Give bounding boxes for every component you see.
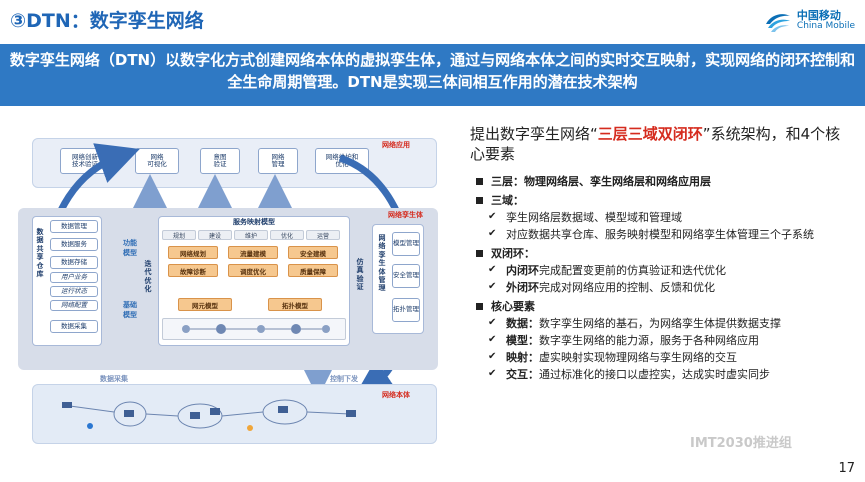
iterate-label: 迭代优化 <box>144 260 152 294</box>
data-item: 数据管理 <box>50 220 98 233</box>
data-item: 数据服务 <box>50 238 98 251</box>
logo-text-en: China Mobile <box>796 21 855 32</box>
list-item: ✔ 数据：数字孪生网络的基石，为网络孪生体提供数据支撑 <box>470 315 855 332</box>
dtn-architecture-diagram: 网络应用 网络创新 技术验证 网络 可视化 意图 验证 网络 管理 网络维护和 … <box>10 128 450 450</box>
square-bullet-icon <box>476 249 483 257</box>
app-item: 意图 验证 <box>200 148 240 174</box>
intro-suffix: ”系统架构，和4个核心要素 <box>470 125 841 164</box>
list-item: ✔ 交互：通过标准化的接口以虚控实，达成实时虚实同步 <box>470 366 855 383</box>
key-points-list: 三层：物理网络层、孪生网络层和网络应用层 三域： ✔ 孪生网络层数据域、模型域和管… <box>470 173 855 384</box>
base-model-label: 基础模型 <box>123 301 137 319</box>
item-text: 数字孪生网络的能力源，服务于各种网络应用 <box>539 333 759 347</box>
list-item: ✔ 内闭环完成配置变更前的仿真验证和迭代优化 <box>470 262 855 279</box>
physical-network-topology-icon <box>62 399 356 431</box>
square-bullet-icon <box>476 196 483 204</box>
square-bullet-icon <box>476 177 483 185</box>
twin-layer-label: 网络孪生体 <box>388 211 423 219</box>
base-model-item: 网元模型 <box>178 298 232 311</box>
list-item: 双闭环： <box>470 245 855 262</box>
check-icon: ✔ <box>488 316 497 328</box>
function-model-label: 功能模型 <box>123 239 137 257</box>
service-mapping-title: 服务映射模型 <box>233 218 275 226</box>
service-tab: 建设 <box>198 230 232 240</box>
data-item: 网络配置 <box>50 300 98 311</box>
service-item: 质量保障 <box>288 264 338 277</box>
check-icon: ✔ <box>488 227 497 239</box>
section-heading: 三域： <box>491 193 524 207</box>
check-icon: ✔ <box>488 280 497 292</box>
management-item: 拓扑管理 <box>392 298 420 322</box>
data-item: 数据存储 <box>50 256 98 269</box>
item-text: 完成配置变更前的仿真验证和迭代优化 <box>539 263 726 277</box>
app-item: 网络 管理 <box>258 148 298 174</box>
item-key: 数据： <box>506 316 539 330</box>
service-tab: 优化 <box>270 230 304 240</box>
item-key: 内闭环 <box>506 263 539 277</box>
list-item: ✔ 映射：虚实映射实现物理网络与孪生网络的交互 <box>470 349 855 366</box>
item-text: 完成对网络应用的控制、反馈和优化 <box>539 280 715 294</box>
data-item: 运行状态 <box>50 286 98 297</box>
item-key: 模型： <box>506 333 539 347</box>
list-item: 三层：物理网络层、孪生网络层和网络应用层 <box>470 173 855 190</box>
check-icon: ✔ <box>488 333 497 345</box>
network-nodes-icon <box>182 324 330 334</box>
item-key: 外闭环 <box>506 280 539 294</box>
check-icon: ✔ <box>488 368 497 380</box>
data-item: 用户业务 <box>50 272 98 283</box>
square-bullet-icon <box>476 302 483 310</box>
service-item: 安全建模 <box>288 246 338 259</box>
list-item: ✔ 外闭环完成对网络应用的控制、反馈和优化 <box>470 279 855 296</box>
twin-management-title: 网络孪生体管理 <box>378 234 386 293</box>
application-layer-label: 网络应用 <box>382 141 410 149</box>
item-text: 虚实映射实现物理网络与孪生网络的交互 <box>539 350 737 364</box>
item-key: 映射： <box>506 350 539 364</box>
item-text: 数字孪生网络的基石，为网络孪生体提供数据支撑 <box>539 316 781 330</box>
list-item: ✔ 孪生网络层数据域、模型域和管理域 <box>470 209 855 226</box>
intro-text: 提出数字孪生网络“三层三域双闭环”系统架构，和4个核心要素 <box>470 124 855 165</box>
item-text: 通过标准化的接口以虚控实，达成实时虚实同步 <box>539 368 770 382</box>
physical-layer-label: 网络本体 <box>382 391 410 399</box>
service-item: 网络规划 <box>168 246 218 259</box>
service-item: 流量建模 <box>228 246 278 259</box>
section-heading: 双闭环： <box>491 246 535 260</box>
list-item: ✔ 模型：数字孪生网络的能力源，服务于各种网络应用 <box>470 332 855 349</box>
logo-text-cn: 中国移动 <box>796 9 841 22</box>
china-mobile-logo: 中国移动 China Mobile <box>763 8 855 34</box>
architecture-description: 提出数字孪生网络“三层三域双闭环”系统架构，和4个核心要素 三层：物理网络层、孪… <box>470 124 855 383</box>
item-key: 交互： <box>506 368 539 382</box>
service-tab: 规划 <box>162 230 196 240</box>
service-item: 故障诊断 <box>168 264 218 277</box>
collect-label: 数据采集 <box>100 375 128 383</box>
service-tab: 运营 <box>306 230 340 240</box>
physical-network-layer <box>32 384 437 444</box>
check-icon: ✔ <box>488 263 497 275</box>
intro-highlight: 三层三域双闭环 <box>597 125 703 143</box>
list-item: 三域： <box>470 192 855 209</box>
item-text: 对应数据共享仓库、服务映射模型和网络孪生体管理三个子系统 <box>506 227 814 241</box>
intro-prefix: 提出数字孪生网络“ <box>470 125 598 143</box>
check-icon: ✔ <box>488 210 497 222</box>
service-item: 调度优化 <box>228 264 278 277</box>
service-tab: 维护 <box>234 230 268 240</box>
list-item: 核心要素 <box>470 298 855 315</box>
check-icon: ✔ <box>488 350 497 362</box>
section-heading: 核心要素 <box>491 299 535 313</box>
management-item: 安全管理 <box>392 264 420 288</box>
list-item: ✔ 对应数据共享仓库、服务映射模型和网络孪生体管理三个子系统 <box>470 226 855 243</box>
china-mobile-logo-icon <box>765 14 790 32</box>
page-title: ③DTN：数字孪生网络 <box>10 10 204 32</box>
section-heading: 三层：物理网络层、孪生网络层和网络应用层 <box>491 174 711 188</box>
data-repository-title: 数据共享仓库 <box>36 228 44 278</box>
item-text: 孪生网络层数据域、模型域和管理域 <box>506 210 682 224</box>
data-item: 数据采集 <box>50 320 98 333</box>
app-item: 网络 可视化 <box>135 148 179 174</box>
verify-label: 仿真验证 <box>356 258 364 292</box>
management-item: 模型管理 <box>392 232 420 256</box>
control-label: 控制下发 <box>330 375 358 383</box>
network-topology-strip <box>162 318 346 340</box>
base-model-item: 拓扑模型 <box>268 298 322 311</box>
watermark: IMT2030推进组 <box>690 436 792 451</box>
page-number: 17 <box>838 461 855 476</box>
definition-banner: 数字孪生网络（DTN）以数字化方式创建网络本体的虚拟孪生体，通过与网络本体之间的… <box>0 44 865 106</box>
